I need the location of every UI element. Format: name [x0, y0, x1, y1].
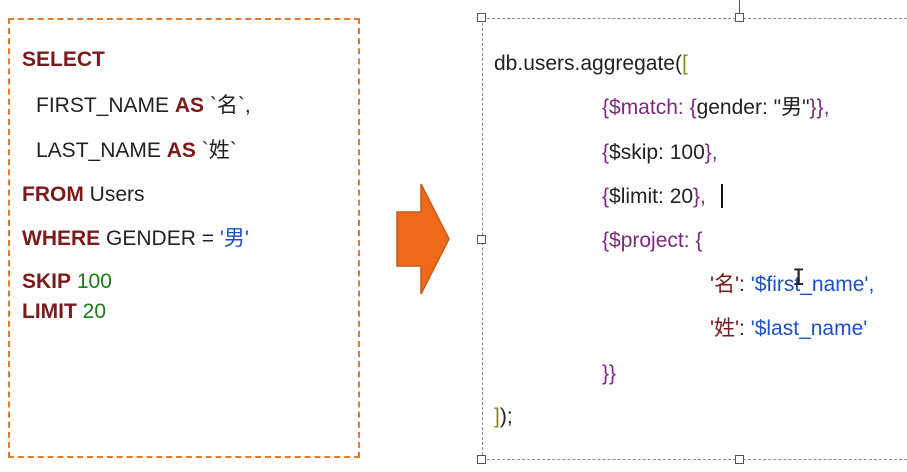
sql-limit-value: 20 — [82, 300, 107, 323]
sql-keyword-where: WHERE — [22, 227, 101, 250]
sql-alias-first: `名`, — [209, 94, 251, 117]
mongo-open-bracket: [ — [681, 52, 688, 75]
right-arrow-icon — [396, 183, 450, 295]
mongo-limit-stage: $limit: 20 — [609, 185, 694, 208]
sql-keyword-skip: SKIP — [22, 270, 72, 293]
mongo-aggregate-call: db.users.aggregate( — [494, 52, 682, 75]
sql-keyword-from: FROM — [22, 183, 84, 206]
resize-handle-middle-left[interactable] — [477, 235, 486, 244]
sql-alias-last: `姓` — [201, 139, 237, 162]
i-beam-cursor-icon: I — [792, 266, 806, 291]
mongo-colon: : — [739, 273, 751, 296]
sql-operator-equals: = — [201, 227, 214, 250]
sql-skip-value: 100 — [76, 270, 112, 293]
mongo-skip-stage: $skip: 100 — [609, 141, 705, 164]
resize-handle-top-center[interactable] — [735, 13, 744, 22]
sql-table-name: Users — [89, 183, 145, 206]
sql-column-gender: GENDER — [106, 227, 196, 250]
resize-handle-top-left[interactable] — [477, 13, 486, 22]
sql-keyword-as: AS — [166, 139, 196, 162]
mongo-skip-close: }, — [704, 141, 718, 164]
mongo-value-first-name: '$first_name', — [750, 273, 875, 296]
mongo-skip-open: { — [602, 141, 610, 164]
mongo-line-limit: {$limit: 20}, — [602, 185, 706, 209]
mongo-limit-open: { — [602, 185, 610, 208]
sql-line-where: WHERE GENDER = '男' — [22, 227, 249, 251]
mongo-statement-end: ); — [499, 405, 513, 428]
text-caret — [721, 184, 723, 208]
sql-column-first-name: FIRST_NAME — [36, 94, 170, 117]
mongo-line-aggregate: db.users.aggregate([ — [494, 52, 688, 76]
sql-line-select: SELECT — [22, 48, 105, 72]
mongo-match-close: }}, — [809, 96, 830, 119]
sql-line-first-name: FIRST_NAME AS `名`, — [36, 94, 251, 118]
mongo-project-stage: {$project: { — [602, 229, 703, 252]
mongo-line-skip: {$skip: 100}, — [602, 141, 718, 165]
mongo-line-match: {$match: {gender: "男"}}, — [602, 96, 829, 120]
mongo-line-project-close: }} — [602, 362, 616, 386]
mongo-colon: : — [739, 317, 751, 340]
sql-line-last-name: LAST_NAME AS `姓` — [36, 139, 237, 163]
mongo-value-last-name: '$last_name' — [750, 317, 868, 340]
sql-line-from: FROM Users — [22, 183, 145, 207]
mongo-match-condition: gender: "男" — [696, 96, 810, 119]
rotation-handle-line — [739, 0, 740, 14]
sql-query-box — [8, 18, 360, 458]
mongo-line-project-last: '姓': '$last_name' — [710, 317, 867, 341]
sql-keyword-select: SELECT — [22, 48, 105, 71]
sql-gender-value: '男' — [219, 227, 249, 250]
sql-column-last-name: LAST_NAME — [36, 139, 161, 162]
sql-keyword-as: AS — [174, 94, 205, 117]
sql-line-skip: SKIP 100 — [22, 270, 112, 294]
mongo-line-end: ]); — [494, 405, 513, 429]
mongo-project-close: }} — [602, 362, 617, 385]
mongo-key-first: '名' — [710, 273, 740, 296]
resize-handle-bottom-left[interactable] — [477, 455, 486, 464]
mongo-close-bracket: ] — [494, 405, 500, 428]
mongo-key-last: '姓' — [710, 317, 740, 340]
mongo-match-inner-brace: { — [689, 96, 697, 119]
resize-handle-bottom-center[interactable] — [735, 455, 744, 464]
mongo-limit-close: }, — [693, 185, 706, 208]
sql-line-limit: LIMIT 20 — [22, 300, 106, 324]
mongo-match-stage: {$match: — [602, 96, 690, 119]
mongo-line-project: {$project: { — [602, 229, 702, 253]
sql-keyword-limit: LIMIT — [22, 300, 77, 323]
mongo-line-project-first: '名': '$first_name', — [710, 273, 874, 297]
